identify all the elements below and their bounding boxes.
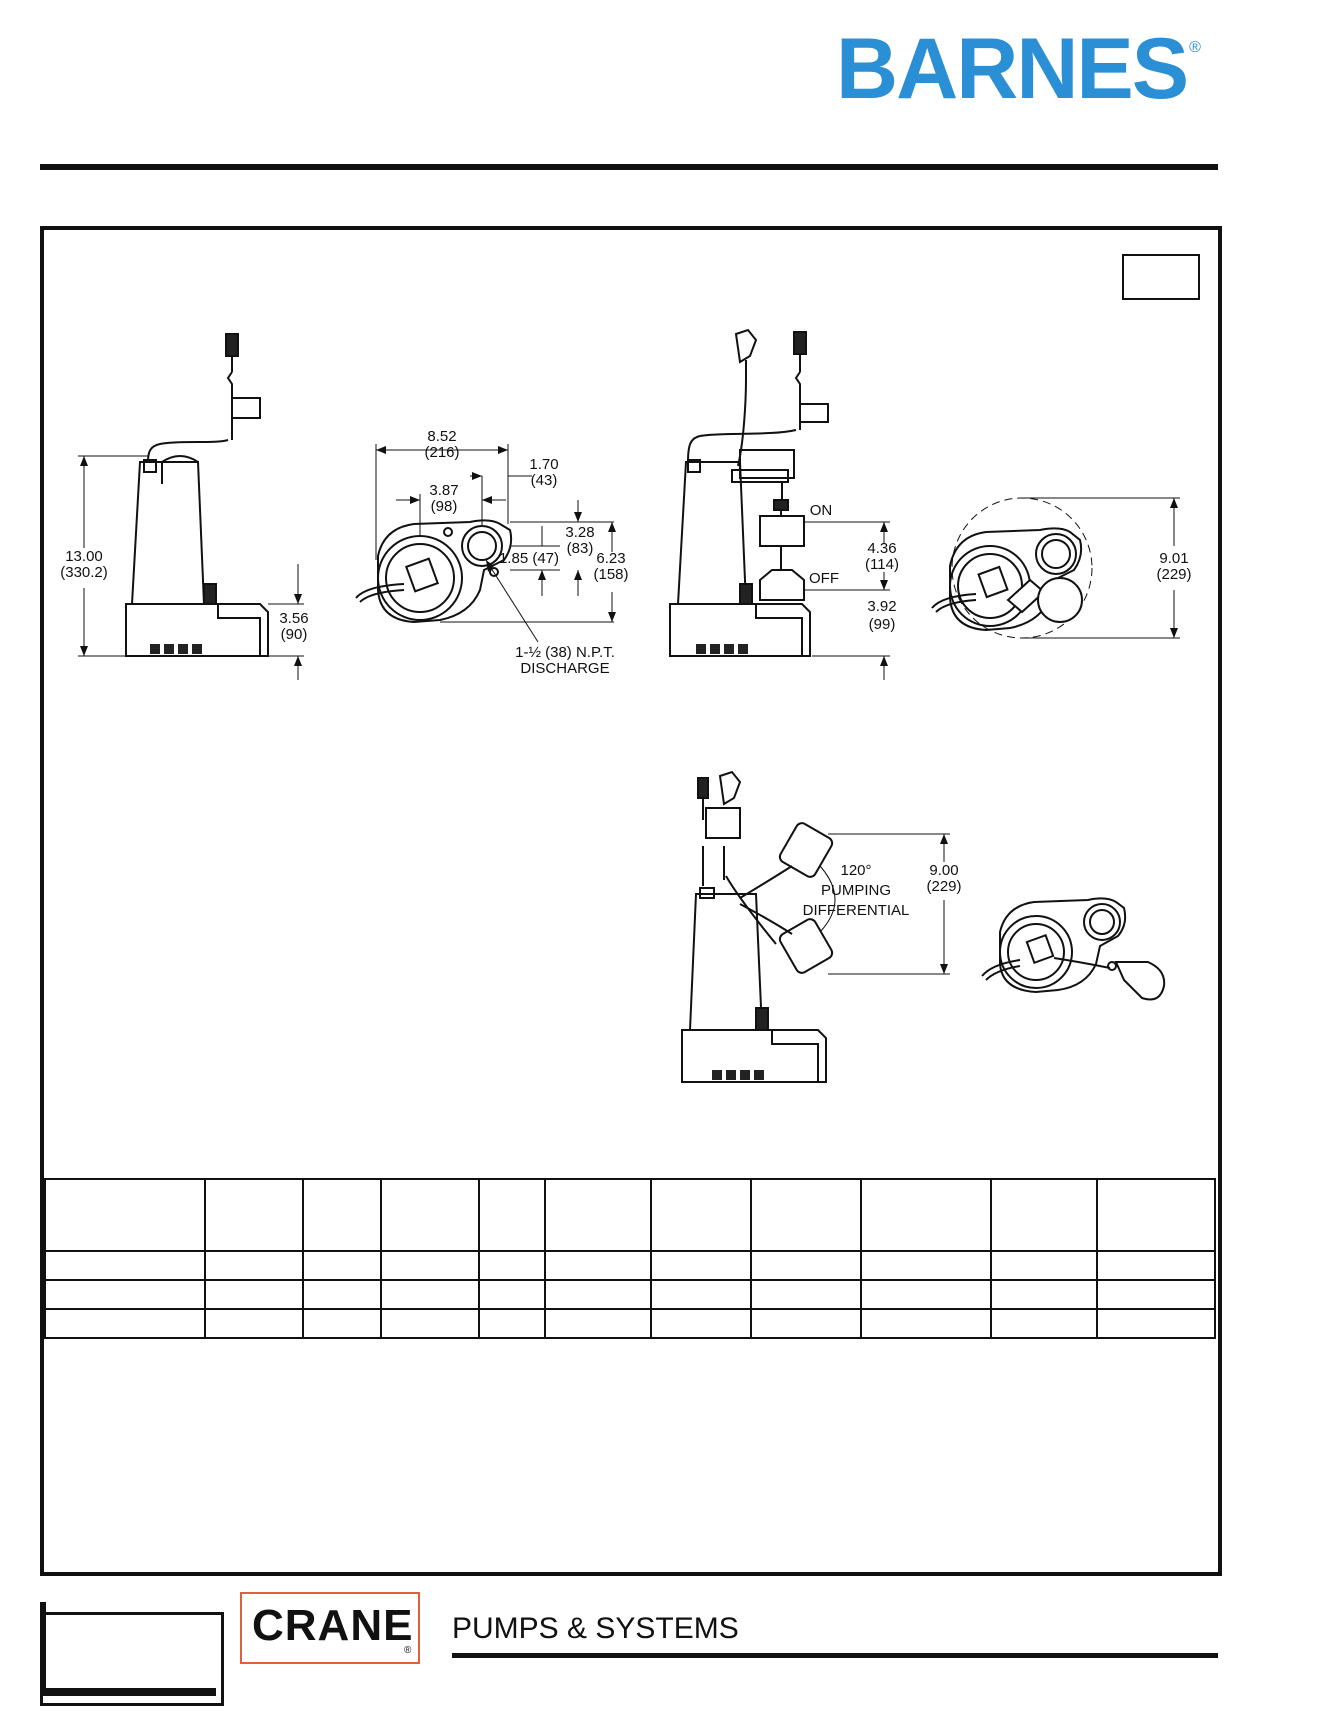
drawing-frame bbox=[40, 226, 1222, 1576]
outlet-offset-mm-label: (83) bbox=[566, 540, 594, 557]
box-shadow-left bbox=[40, 1602, 46, 1694]
brand-name: BARNES bbox=[836, 21, 1189, 117]
table-row bbox=[44, 1308, 1216, 1339]
center-distance-label: 3.87 bbox=[429, 482, 459, 499]
height-mm-label: (330.2) bbox=[60, 564, 108, 581]
empty-tag-box bbox=[1122, 254, 1200, 300]
depth-label: 6.23 bbox=[596, 550, 626, 567]
outlet-offset-label: 3.28 bbox=[565, 524, 595, 541]
outlet-depth-label: 1.85 (47) bbox=[498, 550, 560, 567]
header-rule bbox=[40, 164, 1218, 170]
base-height-label: 3.56 bbox=[279, 610, 309, 627]
differential-label: DIFFERENTIAL bbox=[802, 902, 910, 919]
pump-side-view bbox=[78, 333, 304, 680]
depth-mm-label: (158) bbox=[593, 566, 629, 583]
crane-logo-box bbox=[240, 1592, 420, 1664]
tether-range-mm-label: (229) bbox=[926, 878, 962, 895]
width-mm-label: (216) bbox=[424, 444, 460, 461]
float-diameter-label: 9.01 bbox=[1159, 550, 1189, 567]
table-header-row bbox=[44, 1178, 1216, 1252]
height-label: 13.00 bbox=[65, 548, 103, 565]
pump-top-view-vertical-float bbox=[931, 497, 1180, 639]
pump-side-view-vertical-float bbox=[669, 328, 890, 680]
footer-rule bbox=[452, 1653, 1218, 1658]
pump-side-view-tethered-float bbox=[681, 770, 950, 1083]
center-distance-mm-label: (98) bbox=[430, 498, 458, 515]
specification-table bbox=[44, 1178, 1216, 1339]
float-on-label: ON bbox=[809, 502, 833, 519]
crane-registered-mark: ® bbox=[404, 1645, 412, 1656]
pump-top-view bbox=[355, 444, 616, 643]
discharge-size-label: 1-½ (38) N.P.T. bbox=[515, 644, 615, 661]
width-label: 8.52 bbox=[427, 428, 457, 445]
tether-range-label: 9.00 bbox=[929, 862, 959, 879]
pumping-label: PUMPING bbox=[820, 882, 891, 899]
table-row bbox=[44, 1279, 1216, 1310]
float-off-label: OFF bbox=[809, 570, 839, 587]
brand-registered-mark: ® bbox=[1189, 39, 1201, 56]
barnes-logo: BARNES® bbox=[836, 26, 1201, 112]
pumping-range-label: 4.36 bbox=[867, 540, 897, 557]
offset-label: 1.70 bbox=[529, 456, 559, 473]
pumping-range-mm-label: (114) bbox=[865, 556, 899, 573]
off-level-mm-label: (99) bbox=[868, 616, 896, 633]
offset-mm-label: (43) bbox=[530, 472, 558, 489]
box-shadow-bottom bbox=[40, 1688, 216, 1696]
off-level-label: 3.92 bbox=[867, 598, 897, 615]
pump-top-view-tethered-float bbox=[981, 897, 1166, 1001]
footer-tagline: PUMPS & SYSTEMS bbox=[452, 1612, 739, 1645]
discharge-label: DISCHARGE bbox=[520, 660, 610, 677]
float-diameter-mm-label: (229) bbox=[1156, 566, 1192, 583]
base-height-mm-label: (90) bbox=[280, 626, 308, 643]
table-row bbox=[44, 1250, 1216, 1281]
crane-logo: CRANE bbox=[252, 1601, 414, 1650]
angle-label: 120° bbox=[840, 862, 872, 879]
